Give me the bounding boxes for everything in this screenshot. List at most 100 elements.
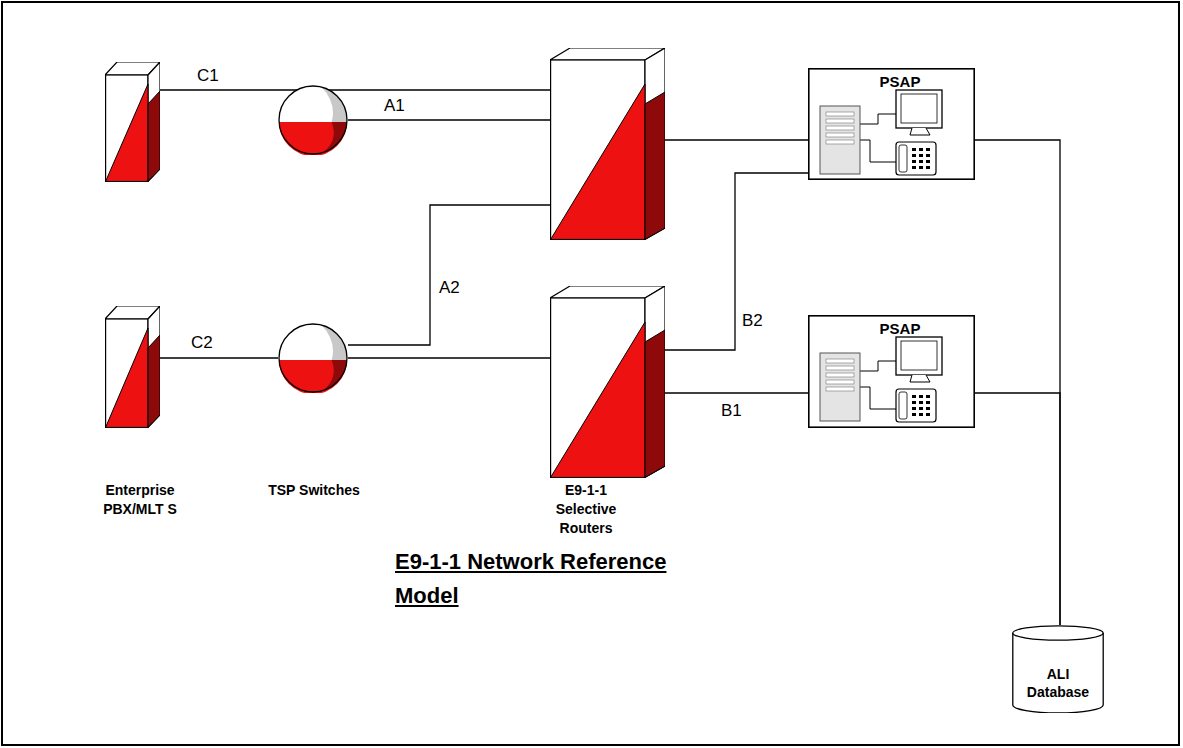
red-triangle [106, 328, 148, 427]
psap-box: PSAP [808, 315, 975, 428]
router-icon [550, 48, 665, 240]
link-label: C2 [190, 333, 214, 353]
red-side [645, 330, 665, 477]
telephone-key [919, 407, 923, 410]
monitor [896, 90, 942, 128]
router-icon [550, 286, 665, 478]
monitor-stand [910, 375, 930, 382]
switch-icon-outline [278, 323, 348, 393]
network-link [975, 140, 1060, 625]
node-label: PSAP [870, 320, 930, 338]
telephone-key [926, 160, 930, 163]
column-label: E9-1-1 Selective Routers [540, 481, 632, 538]
telephone [896, 142, 936, 175]
telephone-key [919, 166, 923, 169]
sphere-red [279, 122, 347, 155]
link-label: C1 [196, 66, 220, 86]
drive-bay [826, 133, 854, 137]
pbx-icon [105, 306, 160, 428]
pbx-icon-outline [105, 306, 160, 428]
sphere-shade [323, 360, 347, 390]
cable [860, 361, 896, 409]
cabinet-side [148, 306, 160, 427]
telephone-key [926, 407, 930, 410]
cabinet-front [106, 75, 148, 181]
psap-box: PSAP [808, 68, 975, 180]
monitor [896, 337, 942, 375]
monitor-screen [901, 94, 937, 123]
link-label: B2 [741, 311, 764, 331]
psap-border [809, 69, 974, 179]
network-link [348, 205, 550, 345]
network-link [975, 393, 1060, 625]
network-link [665, 173, 808, 350]
telephone-key [912, 154, 916, 157]
cable [860, 114, 896, 162]
pbx-icon-outline [105, 62, 160, 182]
drive-bay [826, 366, 854, 370]
network-link [348, 119, 550, 120]
switch-icon [278, 85, 348, 155]
network-link [665, 139, 808, 140]
cabinet-front [551, 298, 645, 477]
drive-bay [826, 140, 854, 144]
network-link [160, 357, 278, 358]
cabinet-front [106, 319, 148, 427]
telephone-key [926, 395, 930, 398]
sphere-outline [279, 86, 347, 154]
red-triangle [106, 84, 148, 181]
telephone-key [919, 413, 923, 416]
cabinet-side [645, 286, 665, 477]
telephone-key [926, 413, 930, 416]
telephone-key [912, 148, 916, 151]
drive-bay [826, 359, 854, 363]
workstation-illustration [820, 337, 942, 422]
link-label: A1 [383, 96, 406, 116]
workstation-illustration [820, 90, 942, 175]
sphere-shade [323, 122, 347, 152]
drive-bay [826, 373, 854, 377]
red-side [645, 92, 665, 239]
link-label: A2 [438, 278, 461, 298]
telephone-key [919, 154, 923, 157]
psap-border [809, 316, 974, 427]
telephone-key [926, 154, 930, 157]
database-body [1013, 633, 1103, 713]
cabinet-front [551, 60, 645, 239]
drive-bay [826, 119, 854, 123]
diagram-title: E9-1-1 Network Reference Model [395, 545, 725, 613]
node-label: ALI Database [1016, 665, 1100, 701]
telephone-key [912, 395, 916, 398]
telephone-handset [899, 392, 907, 419]
sphere-red [279, 360, 347, 393]
sphere-outline [279, 324, 347, 392]
telephone-key [912, 401, 916, 404]
database-cylinder: ALI Database [1012, 625, 1104, 713]
telephone-key [926, 401, 930, 404]
pbx-icon [105, 62, 160, 182]
computer-tower [820, 106, 860, 174]
switch-icon [278, 323, 348, 393]
red-side [148, 91, 160, 181]
switch-icon-outline [278, 85, 348, 155]
cabinet-side [645, 48, 665, 239]
telephone-handset [899, 145, 907, 172]
telephone-key [919, 160, 923, 163]
link-label: B1 [720, 401, 743, 421]
database-top [1013, 626, 1103, 640]
monitor-screen [901, 341, 937, 370]
telephone-key [919, 395, 923, 398]
telephone-key [912, 160, 916, 163]
red-triangle [551, 322, 645, 477]
network-link [160, 89, 550, 90]
network-link [348, 357, 550, 358]
column-label: Enterprise PBX/MLT S [93, 481, 187, 519]
drive-bay [826, 126, 854, 130]
cabinet-side [148, 62, 160, 181]
telephone-key [926, 148, 930, 151]
telephone-key [912, 407, 916, 410]
monitor-stand [910, 128, 930, 135]
red-triangle [551, 84, 645, 239]
router-icon-outline [550, 48, 665, 240]
telephone-key [926, 166, 930, 169]
